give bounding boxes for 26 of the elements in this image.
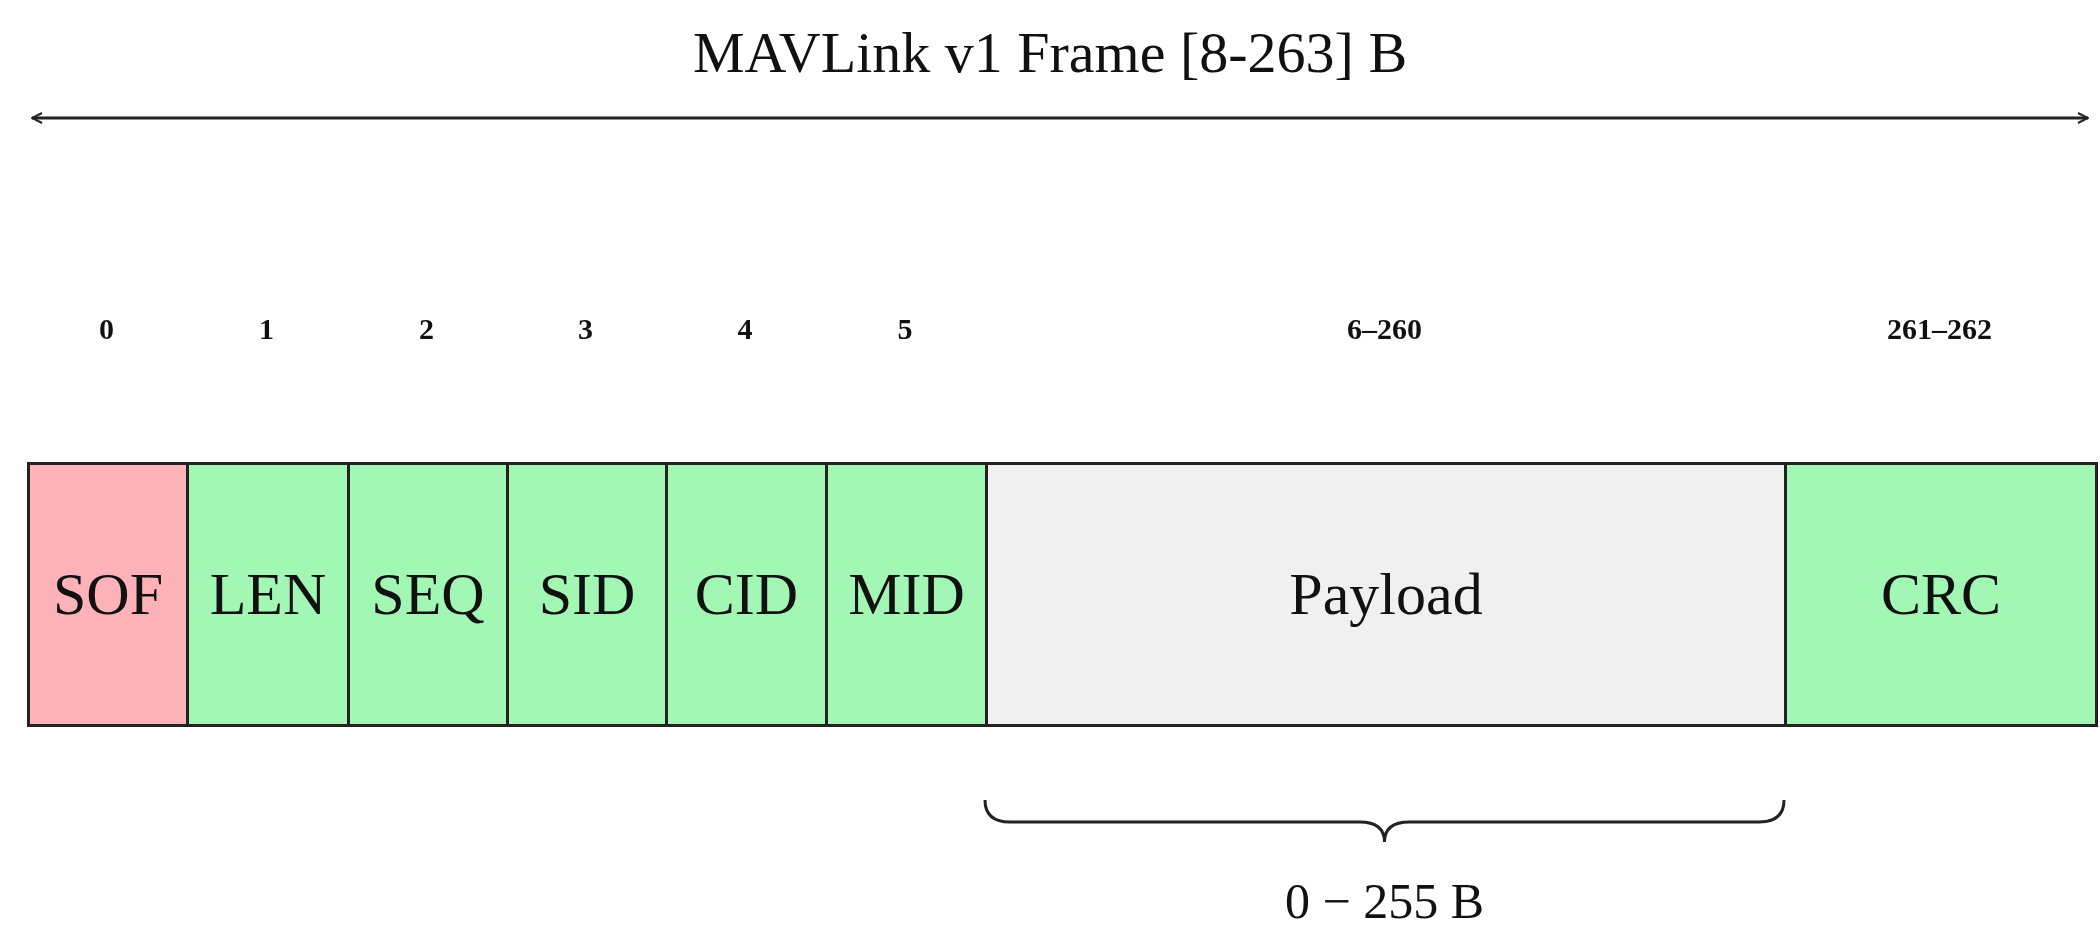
field-box: [27, 462, 189, 727]
field-name: LEN: [209, 560, 327, 629]
field-name: SID: [538, 560, 636, 629]
field-box: [665, 462, 828, 727]
field-name: CID: [694, 560, 799, 629]
field-box: [985, 462, 1787, 727]
field-box: [825, 462, 988, 727]
field-name: SEQ: [371, 560, 485, 629]
byte-offset: 0: [98, 312, 115, 346]
byte-offset: 261–262: [1886, 312, 1993, 346]
byte-offset: 4: [736, 312, 754, 346]
byte-offset: 6–260: [1346, 312, 1423, 346]
byte-offset: 5: [896, 312, 914, 346]
byte-offset: 3: [577, 312, 594, 346]
size-label: 0 − 255 B: [1285, 872, 1485, 930]
field-name: MID: [848, 560, 965, 629]
diagram-title: MAVLink v1 Frame [8-263] B: [691, 19, 1409, 87]
field-box: [186, 462, 350, 727]
field-box: [1784, 462, 2098, 727]
byte-offset: 2: [418, 312, 435, 346]
field-box: [506, 462, 668, 727]
field-box: [347, 462, 509, 727]
byte-offset: 1: [258, 312, 275, 346]
field-name: Payload: [1289, 560, 1483, 629]
field-name: SOF: [52, 560, 164, 629]
field-name: CRC: [1880, 560, 2002, 629]
